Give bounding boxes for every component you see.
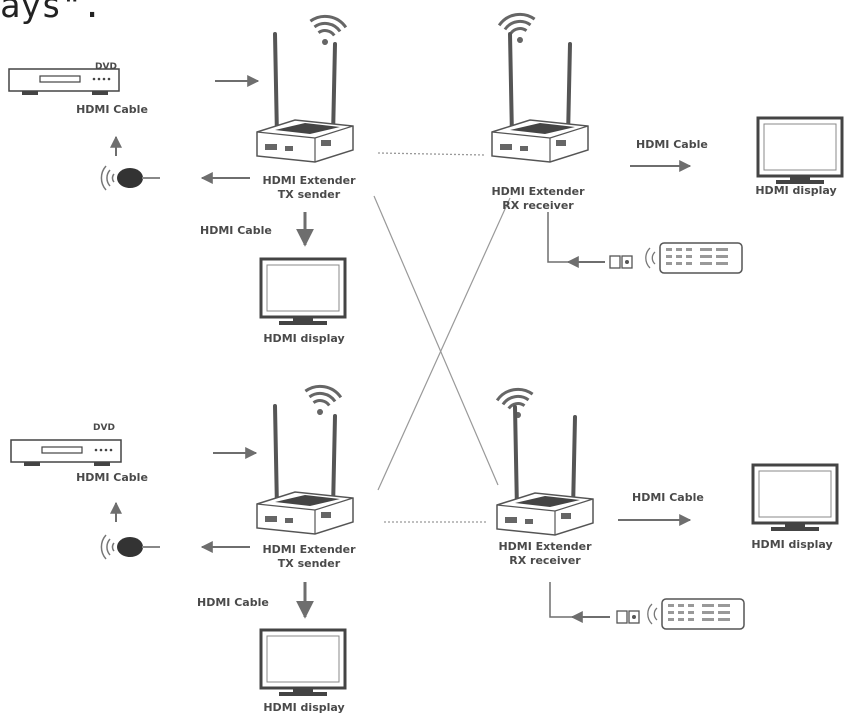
rx-extender-icon (495, 405, 595, 537)
rx-display-label: HDMI display (751, 538, 833, 551)
rx-ir-cable (547, 212, 605, 263)
dvd-cable-label: HDMI Cable (76, 103, 148, 116)
wireless-link-1 (377, 152, 486, 156)
tv-display-icon (259, 628, 347, 698)
tv-display-icon (756, 116, 844, 186)
tx-label-line1: HDMI Extender (262, 174, 356, 187)
ir-eye-icon (100, 534, 161, 560)
rx-label: HDMI Extender RX receiver (498, 540, 591, 568)
tv-display-icon (751, 463, 839, 533)
system-2 (10, 382, 839, 698)
tx-label-line2: TX sender (277, 188, 341, 201)
wifi-signal-icon (305, 12, 349, 50)
tx-label-line1: HDMI Extender (262, 543, 356, 556)
tx-label: HDMI Extender TX sender (262, 174, 355, 202)
dvd-player-icon (10, 439, 122, 467)
ir-eye-icon (100, 165, 161, 191)
ir-remote-icon (645, 242, 743, 274)
wifi-signal-icon (496, 10, 540, 48)
rx-cable-label: HDMI Cable (632, 491, 704, 504)
tx-cable-label: HDMI Cable (197, 596, 269, 609)
rx-cable-label: HDMI Cable (636, 138, 708, 151)
dvd-label: DVD (93, 423, 115, 433)
tx-label: HDMI Extender TX sender (262, 543, 355, 571)
rx-label: HDMI Extender RX receiver (491, 185, 584, 213)
wifi-signal-icon (300, 382, 344, 420)
dvd-cable-label: HDMI Cable (76, 471, 148, 484)
tx-display-label: HDMI display (263, 701, 345, 714)
header-fragment: ays". (0, 0, 103, 26)
rx-label-line1: HDMI Extender (498, 540, 592, 553)
tx-display-label: HDMI display (263, 332, 345, 345)
rx-display-label: HDMI display (755, 184, 837, 197)
tx-extender-icon (255, 404, 355, 536)
cross-link-b (377, 197, 511, 491)
rx-label-line2: RX receiver (509, 554, 581, 567)
ir-receiver-plug-icon (616, 610, 640, 624)
rx-extender-icon (490, 32, 590, 164)
ir-receiver-plug-icon (609, 255, 633, 269)
tx-label-line2: TX sender (277, 557, 341, 570)
rx-label-line2: RX receiver (502, 199, 574, 212)
tv-display-icon (259, 257, 347, 327)
dvd-label: DVD (95, 62, 117, 72)
ir-remote-icon (647, 598, 745, 630)
rx-label-line1: HDMI Extender (491, 185, 585, 198)
tx-extender-icon (255, 32, 355, 164)
tx-cable-label: HDMI Cable (200, 224, 272, 237)
cross-link-a (373, 195, 499, 486)
system-1 (8, 10, 844, 327)
rx-ir-cable (549, 582, 610, 618)
